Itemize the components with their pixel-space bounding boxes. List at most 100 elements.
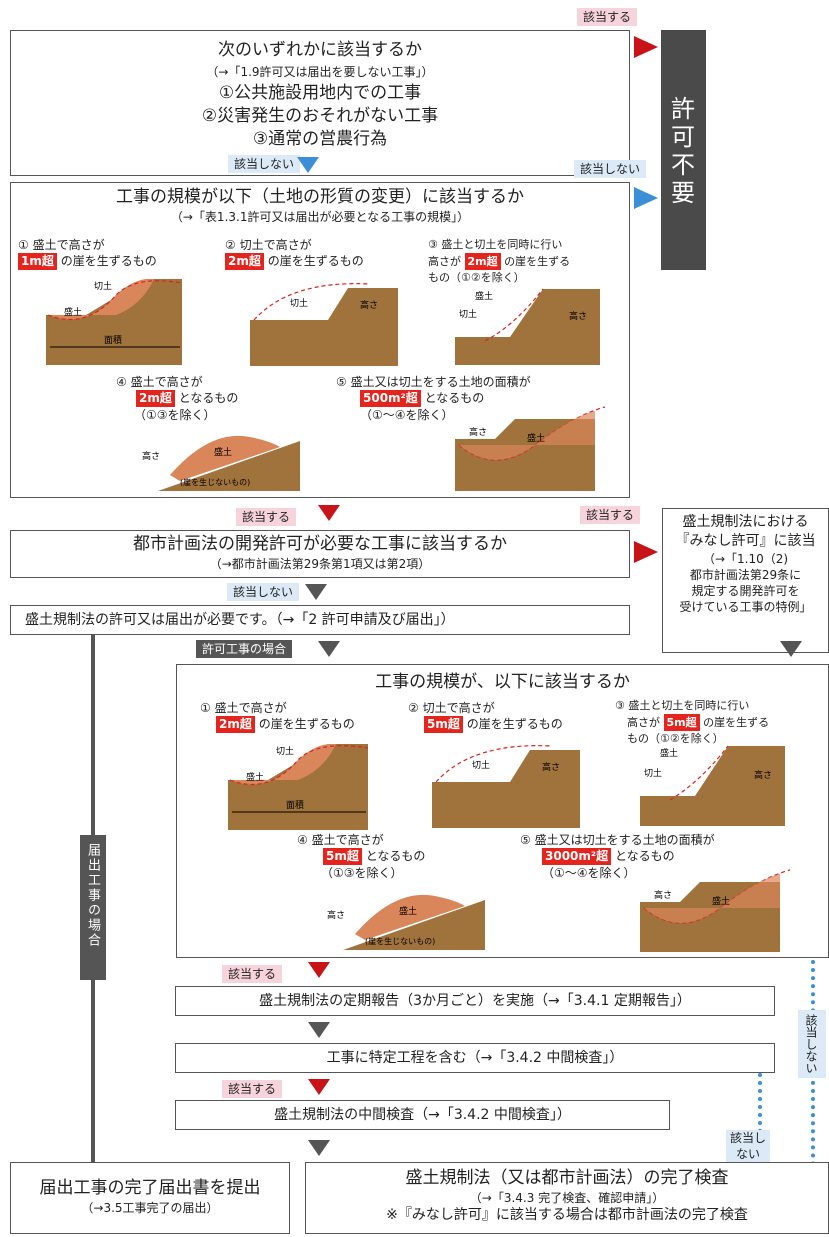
box2-subtitle: （→「表1.3.1許可又は届出が必要となる工事の規模」）: [170, 210, 470, 224]
label-area: 面積: [104, 334, 122, 346]
box-periodic-report: 盛土規制法の定期報告（3か月ごと）を実施（→「3.4.1 定期報告」）: [175, 986, 775, 1016]
box6-text: 盛土規制法の定期報告（3か月ごと）を実施（→「3.4.1 定期報告」）: [259, 993, 691, 1009]
b2-c1-a: ① 盛土で高さが: [18, 238, 105, 252]
no-permit-block: 許可不要: [661, 30, 706, 270]
b5-c5-d: （①～④を除く）: [542, 866, 636, 880]
b5-c2-value: 5m超: [424, 716, 463, 733]
arrow-red-right-1: [634, 36, 658, 58]
arrow-gray-down-minashi: [780, 641, 802, 657]
box1-line4: ②災害発生のおそれがない工事: [201, 106, 439, 126]
illus-fill-nocliff-1: 高さ 盛土 (崖を生じないもの): [142, 435, 300, 491]
arrow-gray-down-2: [318, 641, 340, 657]
box10-line2: （→「3.4.3 完了検査、確認申請」）: [469, 1191, 665, 1205]
arrow-red-down-1: [318, 505, 340, 521]
b5-c1-value: 2m超: [216, 716, 255, 733]
tag-not-applies-vertical: 該当しない: [798, 1010, 826, 1078]
b5-c5-value: 3000m²超: [542, 848, 612, 865]
box3-line1: 都市計画法の開発許可が必要な工事に該当するか: [133, 534, 507, 554]
box-exemption-question: 次のいずれかに該当するか （→「1.9許可又は届出を要しない工事」） ①公共施設…: [10, 30, 630, 176]
arrow-gray-down-3: [308, 1022, 330, 1038]
label-cut-5: 切土: [472, 759, 490, 771]
b2-c1-c: の崖を生ずるもの: [60, 254, 157, 268]
illus-area-1: 高さ 盛土: [455, 406, 606, 491]
illus-fill-cliff-1: 面積 切土 盛土: [46, 279, 183, 365]
b5-c4-d: （①③を除く）: [321, 866, 403, 880]
box7-text: 工事に特定工程を含む（→「3.4.2 中間検査」）: [326, 1050, 624, 1066]
box9-line2: （→3.5工事完了の届出）: [81, 1201, 219, 1215]
b2-c2-value: 2m超: [225, 253, 264, 270]
b5-c2-a: ② 切土で高さが: [408, 701, 495, 715]
b2-c1: ① 盛土で高さが 1m超 の崖を生ずるもの: [18, 237, 157, 270]
tag-applies-4: 該当する: [222, 965, 283, 983]
illus-cut-cliff-1: 切土 高さ: [250, 283, 398, 366]
box-minashi-permit: 盛土規制法における 『みなし許可』に該当 （→「1.10（2) 都市計画法第29…: [662, 508, 829, 653]
b2-c2-c: の崖を生ずるもの: [267, 254, 364, 268]
b2-c2: ② 切土で高さが 2m超 の崖を生ずるもの: [225, 237, 364, 270]
b5-c2-c: の崖を生ずるもの: [466, 717, 563, 731]
label-cut-6: 切土: [644, 767, 662, 779]
b5-c3-d: の崖を生ずる: [703, 716, 770, 729]
label-fill-6: 盛土: [660, 747, 678, 759]
b2-c4-d: （①③を除く）: [134, 408, 216, 422]
illus-cut-cliff-2: 切土 高さ: [432, 745, 580, 828]
b2-c3-value: 2m超: [464, 253, 501, 270]
b5-c2: ② 切土で高さが 5m超 の崖を生ずるもの: [408, 700, 563, 733]
label-fill-7: 盛土: [399, 905, 417, 917]
label-height-5: 高さ: [542, 761, 560, 773]
b2-c5-d: （①～④を除く）: [360, 408, 454, 422]
label-fill-2: 盛土: [475, 290, 493, 302]
box-completion-notice: 届出工事の完了届出書を提出 （→3.5工事完了の届出）: [10, 1162, 290, 1234]
label-no-cliff-2: (崖を生じないもの): [365, 936, 435, 946]
label-no-cliff: (崖を生じないもの): [180, 477, 250, 487]
no-permit-text: 許可不要: [666, 96, 695, 208]
box1-line1: 次のいずれかに該当するか: [218, 40, 422, 60]
tag-not-applies-short: 該当しない: [726, 1130, 770, 1162]
minashi-line6: 受けている工事の特例」: [679, 600, 812, 614]
minashi-line4: 都市計画法第29条に: [689, 568, 802, 582]
tag-applies-2: 該当する: [236, 508, 297, 526]
b2-c4-c: となるもの: [178, 391, 239, 405]
box10-line1: 盛土規制法（又は都市計画法）の完了検査: [405, 1168, 729, 1188]
box4-text: 盛土規制法の許可又は届出が必要です。（→「2 許可申請及び届出」）: [25, 612, 455, 628]
label-fill-8: 盛土: [712, 895, 730, 907]
arrow-blue-right: [634, 187, 658, 209]
b5-c3-b: 高さが: [627, 716, 660, 729]
b5-c5-c: となるもの: [615, 849, 675, 863]
b2-c3-d: の崖を生ずる: [504, 255, 571, 268]
b2-c3-e: もの（①②を除く）: [428, 271, 525, 284]
illus-cutfill-cliff-1: 盛土 切土 高さ: [455, 288, 600, 365]
tag-applies-top: 該当する: [577, 8, 638, 26]
b2-c5: ⑤ 盛土又は切土をする土地の面積が 500m²超 となるもの （①～④を除く）: [336, 374, 531, 423]
box-city-planning-question: 都市計画法の開発許可が必要な工事に該当するか （→都市計画法第29条第1項又は第…: [10, 530, 630, 578]
label-fill-4: 盛土: [527, 432, 545, 444]
label-cut-3: 切土: [459, 308, 477, 320]
b5-c4-value: 5m超: [323, 848, 362, 865]
label-height-3: 高さ: [142, 450, 160, 462]
label-fill: 盛土: [64, 306, 82, 318]
arrow-blue-down-1: [297, 157, 319, 173]
b5-c1-a: ① 盛土で高さが: [200, 701, 287, 715]
not-applies-short-text: 該当しない: [729, 1131, 766, 1161]
b5-c4-a: ④ 盛土で高さが: [297, 833, 384, 847]
label-area-2: 面積: [286, 799, 304, 811]
b5-c3-e: もの（①②を除く）: [627, 732, 724, 745]
todoke-case-label: 届出工事の場合: [80, 835, 106, 980]
b5-c1-c: の崖を生ずるもの: [258, 717, 355, 731]
b2-c4-a: ④ 盛土で高さが: [116, 375, 203, 389]
b2-c1-value: 1m超: [18, 253, 57, 270]
label-fill-5: 盛土: [246, 771, 264, 783]
illus-area-2: 高さ 盛土: [640, 869, 791, 952]
b5-c5: ⑤ 盛土又は切土をする土地の面積が 3000m²超 となるもの （①～④を除く）: [520, 832, 715, 881]
tag-permit-case: 許可工事の場合: [196, 640, 293, 658]
arrow-gray-down-4: [308, 1140, 330, 1156]
label-cut-4: 切土: [276, 745, 294, 757]
minashi-line1: 盛土規制法における: [682, 514, 809, 530]
box-specific-process: 工事に特定工程を含む（→「3.4.2 中間検査」）: [175, 1043, 775, 1073]
b2-c4-value: 2m超: [136, 390, 175, 407]
minashi-line5: 規定する開発許可を: [691, 584, 800, 598]
b5-c5-a: ⑤ 盛土又は切土をする土地の面積が: [520, 833, 715, 847]
box1-line5: ③通常の営農行為: [252, 129, 388, 149]
box1-line3: ①公共施設用地内での工事: [218, 83, 422, 103]
minashi-line3: （→「1.10（2): [702, 552, 789, 566]
label-cut: 切土: [94, 280, 112, 292]
